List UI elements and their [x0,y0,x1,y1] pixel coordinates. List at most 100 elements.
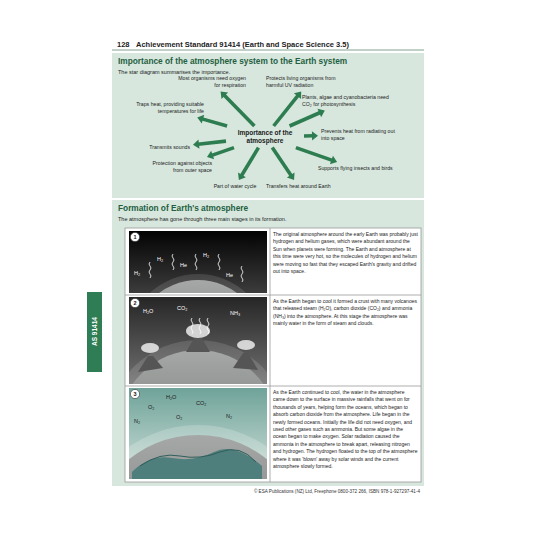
table-rule [125,295,421,296]
side-tab [87,292,102,372]
ocean-wave [140,450,256,466]
arrow-head [330,156,337,165]
callout-number: 3 [133,391,136,397]
star-label: Plants, algae and cyanobacteria need CO₂… [302,94,392,108]
arrow-shaft [224,95,254,126]
block-arrow [193,140,226,149]
volcano [186,337,210,352]
stage-two-picture [129,297,267,384]
gas-label: H₂ [134,270,140,276]
gas-label: He [180,262,187,268]
stage-one-picture [129,231,267,293]
arrow-shaft [274,95,298,126]
arrow-shaft [198,141,226,144]
star-label: Supports flying insects and birds [318,165,393,172]
arrow-head [207,151,214,160]
atmosphere-halo [129,425,267,479]
gas-label: O₂ [176,414,182,420]
gas-label: NH₃ [230,310,240,316]
arrow-shaft [272,148,291,176]
section-heading: Formation of Earth's atmosphere [118,204,418,214]
heat-lines [191,318,209,334]
wavy-line [207,318,209,334]
star-label: Part of water cycle [214,183,257,190]
stage-text: The original atmosphere around the early… [273,231,418,275]
atmosphere-halo [129,274,267,293]
wavy-line [241,266,243,282]
hub-label-text: Importance of the atmosphere [229,129,301,145]
volcano [138,356,163,372]
arrow-shaft [296,148,332,161]
early-earth [133,280,263,293]
stage-text-text: As the Earth continued to cool, the wate… [273,389,418,470]
section-panel: Importance of the atmosphere system to t… [112,53,424,198]
gas-label: CO₂ [196,400,206,406]
block-arrow [221,92,255,127]
arrow-shaft [241,148,258,176]
wavy-line [172,254,174,270]
section-panel [112,53,424,198]
gas-label: H₂O [166,394,176,400]
wavy-line [149,262,151,278]
cooling-earth [129,350,267,384]
callout-number: 2 [133,300,136,306]
gas-label: N₂ [226,413,232,419]
star-label: Prevents heat from radiating out into sp… [321,128,403,142]
star-label-text: Part of water cycle [214,183,257,190]
arrow-head [294,92,301,100]
block-arrow [304,131,318,140]
arrow-head [287,172,295,180]
side-tab-label: AS 91414 [91,318,98,347]
star-label: Transfers heat around Earth [266,183,331,190]
arrow-head [238,172,246,180]
block-arrow [296,148,337,165]
gas-label: H₂ [203,252,209,258]
stage-text-text: The original atmosphere around the early… [273,231,418,275]
gas-label: H₂O [143,308,153,314]
star-label: Protects living organisms from harmful U… [266,75,352,89]
arrow-head [197,115,204,124]
stage-text-text: As the Earth began to cool it formed a c… [273,298,418,328]
star-label: Protection against objects from outer sp… [146,160,212,174]
steam-plume [141,343,159,353]
table-rule [270,228,271,482]
star-label-text: Plants, algae and cyanobacteria need CO₂… [302,94,392,108]
wavy-line [195,254,197,270]
section-intro: The atmosphere has gone through three ma… [118,216,418,223]
number-badge [130,298,139,307]
arrow-head [312,131,318,140]
gas-label: O₂ [148,404,154,410]
arrow-shaft [212,148,234,156]
block-arrow [238,148,258,180]
page-number: 128 [117,41,130,49]
arrow-head [221,92,228,100]
section-panel: Formation of Earth's atmosphereThe atmos… [112,200,424,486]
block-arrow [290,109,325,126]
arrow-shaft [290,113,321,126]
gas-label: N₂ [134,418,140,424]
table-rule [125,386,421,387]
block-arrow [272,148,294,180]
star-label-text: Protection against objects from outer sp… [146,160,212,174]
block-arrow [197,115,227,126]
section-intro: The star diagram summarises the importan… [118,69,418,76]
number-badge [130,232,139,241]
star-label-text: Most organisms need oxygen for respirati… [176,75,246,89]
wavy-line [191,318,193,334]
arrow-shaft [304,134,313,138]
hub-label: Importance of the atmosphere [229,129,301,145]
arrow-head [193,140,199,149]
stage-three-picture [129,388,267,479]
volcano [233,353,258,370]
footer-note: © ESA Publications (NZ) Ltd, Freephone 0… [254,489,420,494]
gas-label: CO₂ [177,305,187,311]
stage-text: As the Earth continued to cool, the wate… [273,389,418,470]
star-label-text: Transmits sounds [149,144,190,151]
star-label-text: Prevents heat from radiating out into sp… [321,128,403,142]
star-label-text: Transfers heat around Earth [266,183,331,190]
star-label: Traps heat, providing suitable temperatu… [122,101,204,115]
modern-earth [129,435,267,479]
header-rule [112,50,424,51]
